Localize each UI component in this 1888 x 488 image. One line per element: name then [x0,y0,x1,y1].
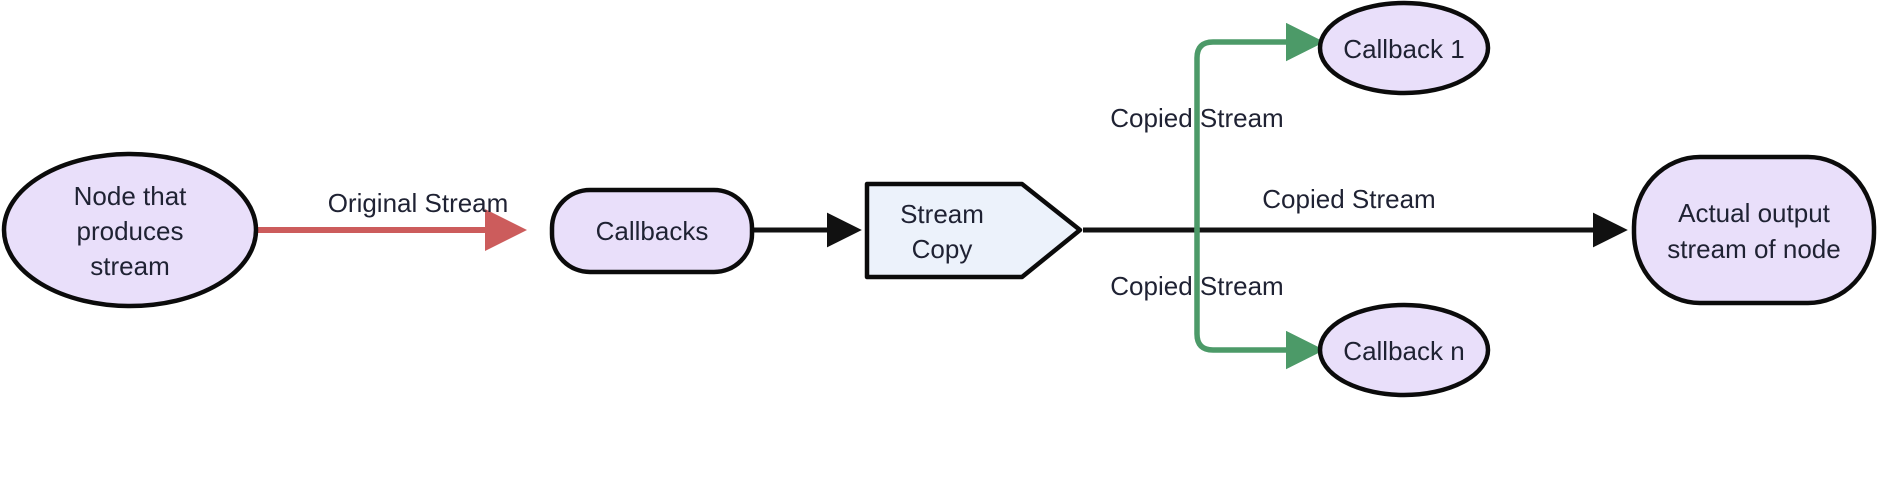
node-callback-1-shape[interactable] [1317,0,1491,96]
edge-label-original-stream: Original Stream [328,188,509,218]
node-callback-n-label: Callback n [1343,336,1464,366]
edge-copied-stream-bottom: Copied Stream [1110,227,1325,370]
node-stream-copy-shape[interactable] [864,181,1083,280]
node-actual-output[interactable]: Actual output stream of node [1631,154,1877,306]
edge-copied-stream-main: Copied Stream [1083,184,1628,248]
edge-copied-stream-top: Copied Stream [1110,22,1325,233]
node-actual-output-label-line-1: Actual output [1678,198,1831,228]
node-callbacks[interactable]: Callbacks [549,187,755,275]
edge-copied-stream-top-path [1194,22,1325,233]
node-stream-copy-label-line-2: Copy [912,234,973,264]
node-producer[interactable]: Node that produces stream [1,151,259,309]
node-producer-shape[interactable] [1,151,259,309]
node-stream-copy[interactable]: Stream Copy [864,181,1083,280]
node-callback-1-label: Callback 1 [1343,34,1464,64]
node-callbacks-label: Callbacks [596,216,709,246]
edge-copied-stream-bottom-path [1194,227,1325,370]
node-callback-n[interactable]: Callback n [1317,302,1491,398]
node-producer-label-line-2: produces [77,216,184,246]
edge-label-copied-stream-top: Copied Stream [1110,103,1283,133]
edge-label-copied-stream-main: Copied Stream [1262,184,1435,214]
edge-label-copied-stream-bottom: Copied Stream [1110,271,1283,301]
edge-original-stream: Original Stream [256,188,527,251]
node-producer-label-line-1: Node that [74,181,188,211]
node-stream-copy-label-line-1: Stream [900,199,984,229]
node-producer-label-line-3: stream [90,251,169,281]
node-actual-output-shape[interactable] [1631,154,1877,306]
node-actual-output-label-line-2: stream of node [1667,234,1840,264]
node-callbacks-shape[interactable] [549,187,755,275]
node-callback-1[interactable]: Callback 1 [1317,0,1491,96]
node-callback-n-shape[interactable] [1317,302,1491,398]
